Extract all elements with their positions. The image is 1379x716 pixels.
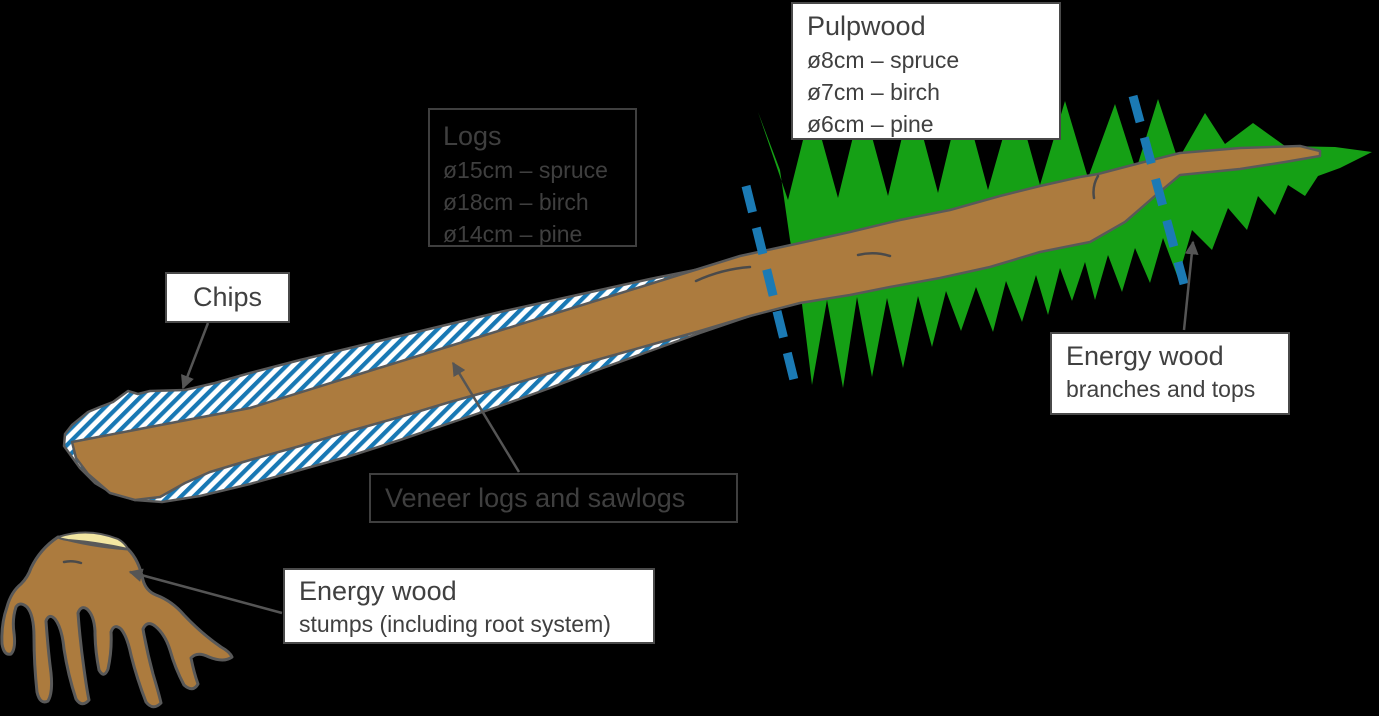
stump-crack-mark bbox=[62, 559, 83, 565]
label-veneer-sawlogs: Veneer logs and sawlogs bbox=[369, 473, 738, 523]
stumps-arrow bbox=[128, 568, 283, 615]
bark-crack-marks bbox=[694, 174, 1100, 283]
chips-title: Chips bbox=[192, 282, 263, 312]
cut-line-pulpwood-top bbox=[1128, 94, 1189, 286]
pulpwood-birch-diameter: ø7cm – birch bbox=[807, 79, 940, 105]
pulpwood-spruce-diameter: ø8cm – spruce bbox=[807, 47, 960, 73]
cut-line-logs-pulpwood bbox=[741, 184, 799, 382]
pulpwood-pine-diameter: ø6cm – pine bbox=[807, 111, 934, 137]
energy-branches-title: Energy wood bbox=[1066, 341, 1224, 371]
chips-arrow bbox=[181, 322, 210, 390]
logs-title: Logs bbox=[443, 121, 502, 151]
logs-pine-diameter: ø14cm – pine bbox=[443, 221, 583, 247]
veneer-arrow bbox=[451, 361, 521, 473]
label-energy-wood-stumps: Energy wood stumps (including root syste… bbox=[283, 568, 655, 644]
pulpwood-title: Pulpwood bbox=[807, 11, 926, 41]
veneer-title: Veneer logs and sawlogs bbox=[385, 482, 686, 513]
logs-spruce-diameter: ø15cm – spruce bbox=[443, 157, 608, 183]
label-logs: Logs ø15cm – spruce ø18cm – birch ø14cm … bbox=[428, 108, 637, 247]
stump-graphic bbox=[0, 535, 234, 709]
branches-arrow bbox=[1182, 240, 1199, 331]
logs-birch-diameter: ø18cm – birch bbox=[443, 189, 589, 215]
energy-branches-subtitle: branches and tops bbox=[1066, 376, 1256, 402]
stump-cut-surface bbox=[57, 531, 129, 550]
label-pulpwood: Pulpwood ø8cm – spruce ø7cm – birch ø6cm… bbox=[791, 2, 1061, 140]
energy-stumps-title: Energy wood bbox=[299, 576, 457, 606]
tree-trunk bbox=[70, 144, 1322, 502]
label-chips: Chips bbox=[165, 272, 290, 323]
label-energy-wood-branches: Energy wood branches and tops bbox=[1050, 332, 1290, 415]
energy-stumps-subtitle: stumps (including root system) bbox=[299, 611, 611, 637]
